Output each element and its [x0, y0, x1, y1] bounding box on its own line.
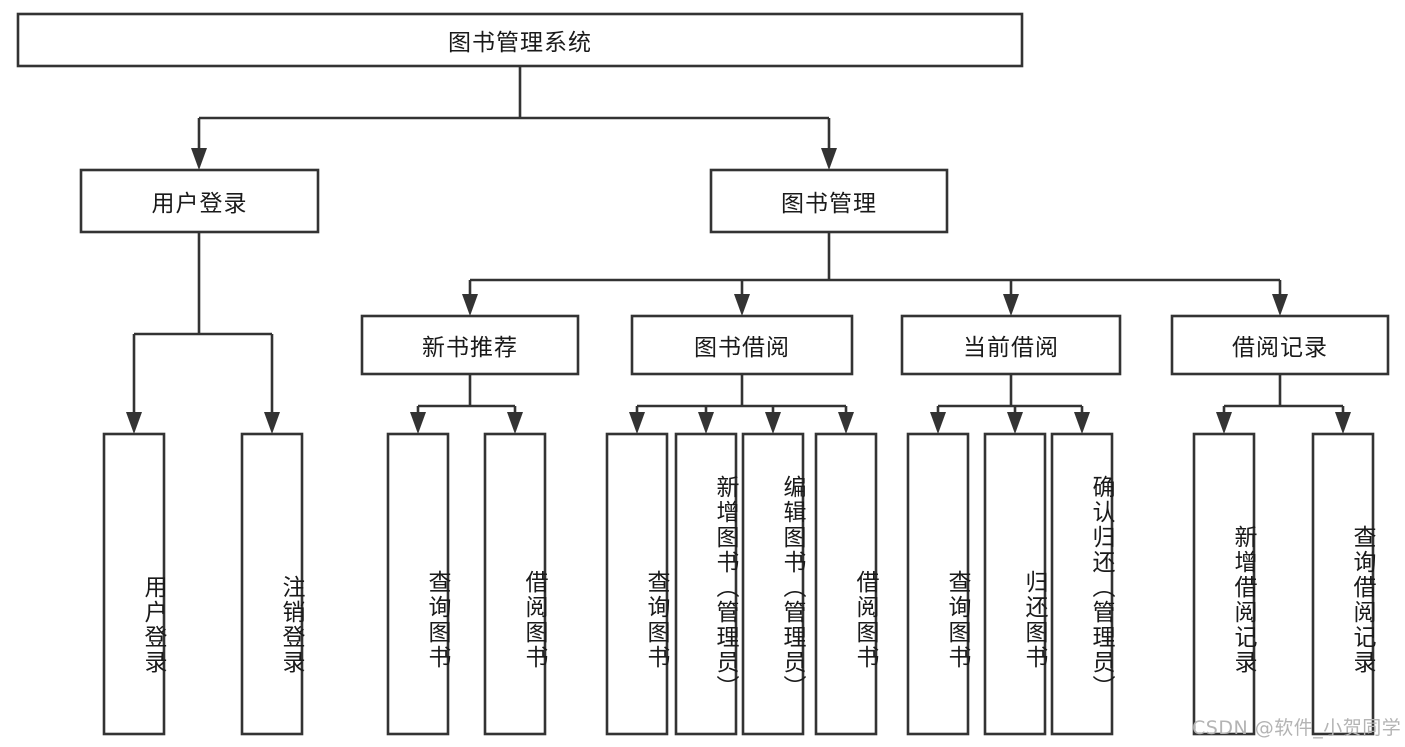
watermark-credit: CSDN @软件_小贺同学	[1192, 717, 1402, 739]
node-leaf-user-login[interactable]	[102, 432, 166, 736]
node-leaf-query-book-3[interactable]	[906, 432, 970, 736]
node-leaf-query-book-2[interactable]	[605, 432, 669, 736]
arrowhead-login-to-leaf1	[126, 412, 142, 434]
node-leaf-confirm-return[interactable]	[1050, 432, 1114, 736]
arrowhead-borrow-to-leaf4	[838, 412, 854, 434]
node-leaf-return-book[interactable]	[983, 432, 1047, 736]
node-leaf-add-book[interactable]	[674, 432, 738, 736]
arrowhead-records-to-leaf1	[1216, 412, 1232, 434]
arrowhead-newbook-to-leaf1	[410, 412, 426, 434]
node-leaf-borrow-book-1[interactable]	[483, 432, 547, 736]
arrowhead-current-to-leaf2	[1007, 412, 1023, 434]
node-book-management[interactable]	[709, 168, 949, 234]
node-leaf-borrow-book-2[interactable]	[814, 432, 878, 736]
arrowhead-current-to-leaf1	[930, 412, 946, 434]
arrowhead-records-to-leaf2	[1335, 412, 1351, 434]
arrowhead-root-to-login	[191, 148, 207, 170]
node-leaf-edit-book[interactable]	[741, 432, 805, 736]
node-root-system[interactable]	[16, 12, 1024, 68]
node-leaf-query-book-1[interactable]	[386, 432, 450, 736]
arrowhead-bookmgmt-to-newbook	[462, 294, 478, 316]
node-borrow-records[interactable]	[1170, 314, 1390, 376]
node-current-borrow[interactable]	[900, 314, 1122, 376]
node-new-book-recommend[interactable]	[360, 314, 580, 376]
node-book-borrow[interactable]	[630, 314, 854, 376]
arrowhead-newbook-to-leaf2	[507, 412, 523, 434]
arrowhead-bookmgmt-to-records	[1272, 294, 1288, 316]
node-leaf-add-record[interactable]	[1192, 432, 1256, 736]
arrowhead-borrow-to-leaf2	[698, 412, 714, 434]
node-user-login[interactable]	[79, 168, 320, 234]
arrowhead-current-to-leaf3	[1074, 412, 1090, 434]
arrowhead-root-to-bookmgmt	[821, 148, 837, 170]
arrowhead-login-to-leaf2	[264, 412, 280, 434]
arrowhead-bookmgmt-to-current	[1003, 294, 1019, 316]
node-leaf-query-record[interactable]	[1311, 432, 1375, 736]
arrowhead-borrow-to-leaf1	[629, 412, 645, 434]
arrowhead-borrow-to-leaf3	[765, 412, 781, 434]
node-leaf-logout[interactable]	[240, 432, 304, 736]
arrowhead-bookmgmt-to-borrow	[734, 294, 750, 316]
